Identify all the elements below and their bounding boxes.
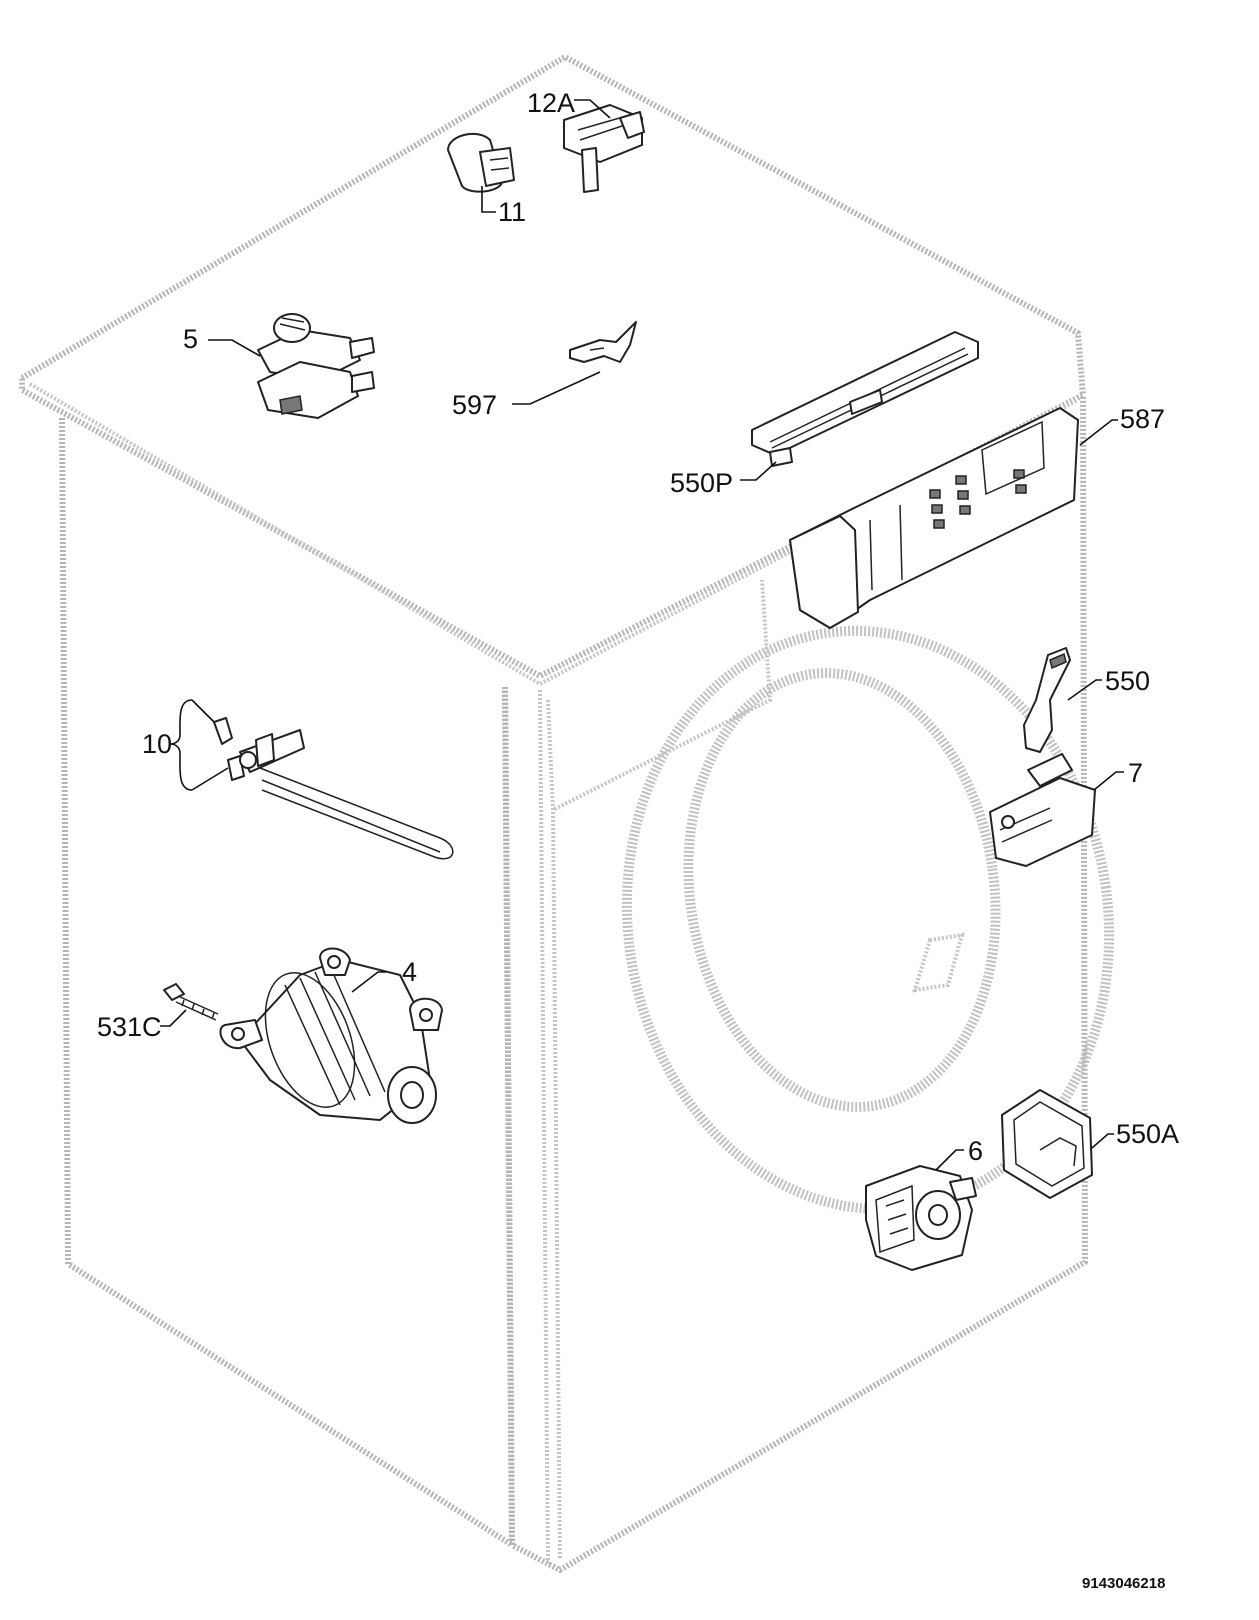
part-531c-screw-icon: [163, 983, 219, 1021]
label-7: 7: [1128, 758, 1143, 788]
leader-10-bracket: [169, 699, 193, 791]
part-6-drain-pump-icon: [865, 1165, 977, 1271]
part-5-inlet-valve-icon: [257, 313, 375, 419]
label-4: 4: [402, 957, 417, 987]
label-550a: 550A: [1116, 1119, 1179, 1149]
part-7-door-lock-icon: [989, 753, 1096, 867]
leader-12a: [574, 99, 611, 119]
leader-587: [1079, 419, 1118, 446]
part-550p-panel-icon: [751, 331, 979, 467]
label-597: 597: [452, 390, 497, 420]
leader-10-bottom: [191, 767, 229, 791]
part-10-heating-element-icon: [213, 717, 454, 860]
board-component-row-icon: [929, 469, 1027, 529]
part-12a-pressure-switch-icon: [563, 104, 645, 193]
label-6: 6: [968, 1136, 983, 1166]
label-5: 5: [183, 324, 198, 354]
leader-10-top: [191, 699, 215, 723]
label-11: 11: [498, 197, 526, 227]
part-597-clip-icon: [569, 321, 637, 363]
part-550-door-handle-icon: [1023, 647, 1071, 753]
leader-4: [351, 971, 386, 993]
leader-11: [481, 186, 496, 213]
label-587: 587: [1120, 404, 1165, 434]
label-550: 550: [1105, 666, 1150, 696]
part-4-motor-icon: [219, 947, 443, 1124]
leader-597: [512, 371, 601, 405]
cabinet-outline: [19, 54, 1115, 1573]
part-587-electronic-board-icon: [789, 407, 1079, 629]
label-12a: 12A: [527, 88, 575, 118]
leader-550a: [1091, 1133, 1114, 1149]
label-10: 10: [142, 729, 172, 759]
label-550p: 550P: [670, 468, 733, 498]
part-550a-cover-icon: [1001, 1089, 1093, 1199]
label-531c: 531C: [97, 1012, 162, 1042]
part-11-capacitor-icon: [447, 132, 515, 193]
leader-531c: [160, 1009, 187, 1027]
leader-550: [1067, 679, 1102, 701]
leader-550p: [740, 461, 777, 481]
leader-5: [208, 339, 261, 357]
leader-7: [1093, 771, 1124, 791]
leader-6: [935, 1149, 964, 1171]
document-number: 9143046218: [1082, 1575, 1165, 1592]
